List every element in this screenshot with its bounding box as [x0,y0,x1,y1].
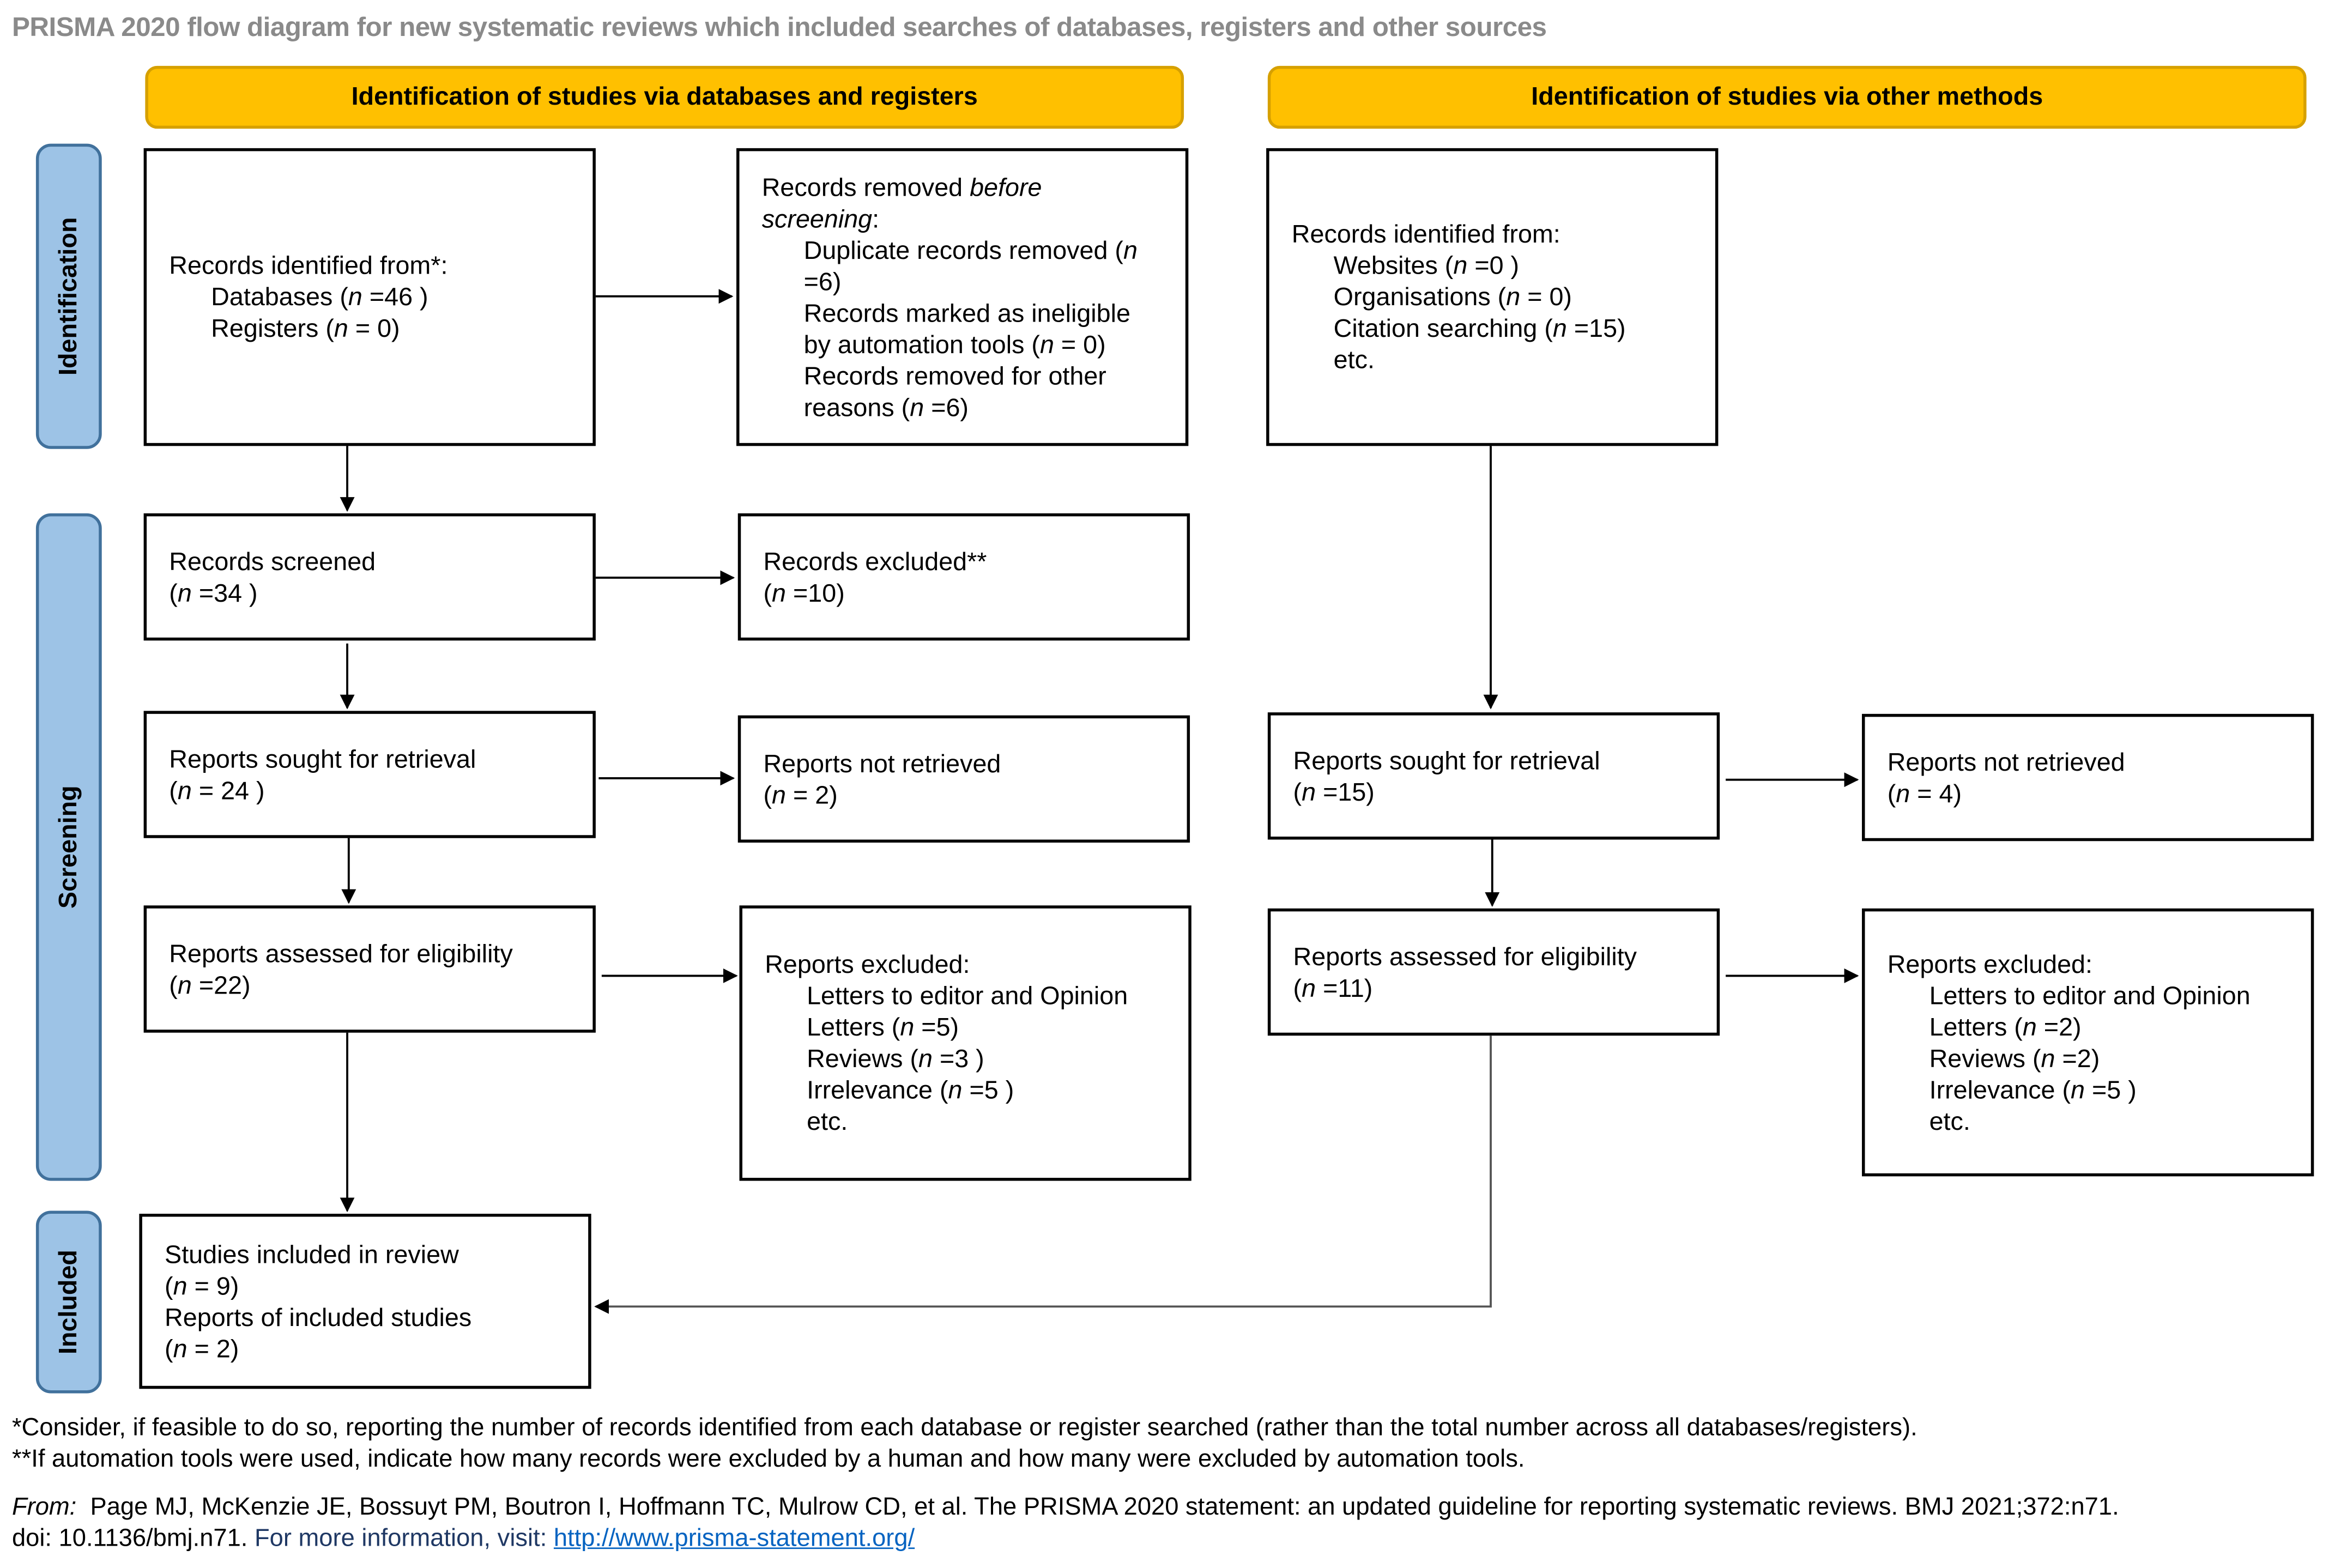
box-db-records-removed: Records removed before screening: Duplic… [736,148,1189,446]
box-db-reports-excluded: Reports excluded: Letters to editor and … [739,905,1191,1181]
box-other-reports-excluded: Reports excluded: Letters to editor and … [1862,908,2314,1177]
box-other-reports-assessed: Reports assessed for eligibility (n =11) [1267,908,1720,1036]
banner-databases-registers: Identification of studies via databases … [145,65,1184,129]
diagram-title: PRISMA 2020 flow diagram for new systema… [11,11,1547,42]
box-other-reports-sought: Reports sought for retrieval (n =15) [1267,712,1720,840]
phase-included: Included [35,1210,102,1394]
box-db-records-screened: Records screened (n =34 ) [143,513,596,641]
box-studies-included: Studies included in review (n = 9) Repor… [139,1214,591,1389]
box-other-records-identified: Records identified from: Websites (n =0 … [1266,148,1719,446]
phase-screening: Screening [35,513,102,1181]
footnote-1: *Consider, if feasible to do so, reporti… [11,1414,1917,1442]
box-db-records-excluded: Records excluded** (n =10) [737,513,1190,641]
prisma-link[interactable]: http://www.prisma-statement.org/ [553,1525,915,1552]
footnote-2: **If automation tools were used, indicat… [11,1445,1525,1473]
banner-other-methods: Identification of studies via other meth… [1267,65,2307,129]
phase-identification: Identification [35,143,102,449]
box-db-reports-assessed: Reports assessed for eligibility (n =22) [143,905,596,1033]
arrow-other-assessed-to-included [594,1036,1492,1314]
citation-line: From: Page MJ, McKenzie JE, Bossuyt PM, … [11,1493,2119,1521]
doi-line: doi: 10.1136/bmj.n71. For more informati… [11,1525,915,1552]
box-db-reports-sought: Reports sought for retrieval (n = 24 ) [143,711,596,838]
box-db-records-identified: Records identified from*: Databases (n =… [143,148,596,446]
box-db-reports-not-retrieved: Reports not retrieved (n = 2) [737,715,1190,843]
box-other-reports-not-retrieved: Reports not retrieved (n = 4) [1862,713,2314,841]
